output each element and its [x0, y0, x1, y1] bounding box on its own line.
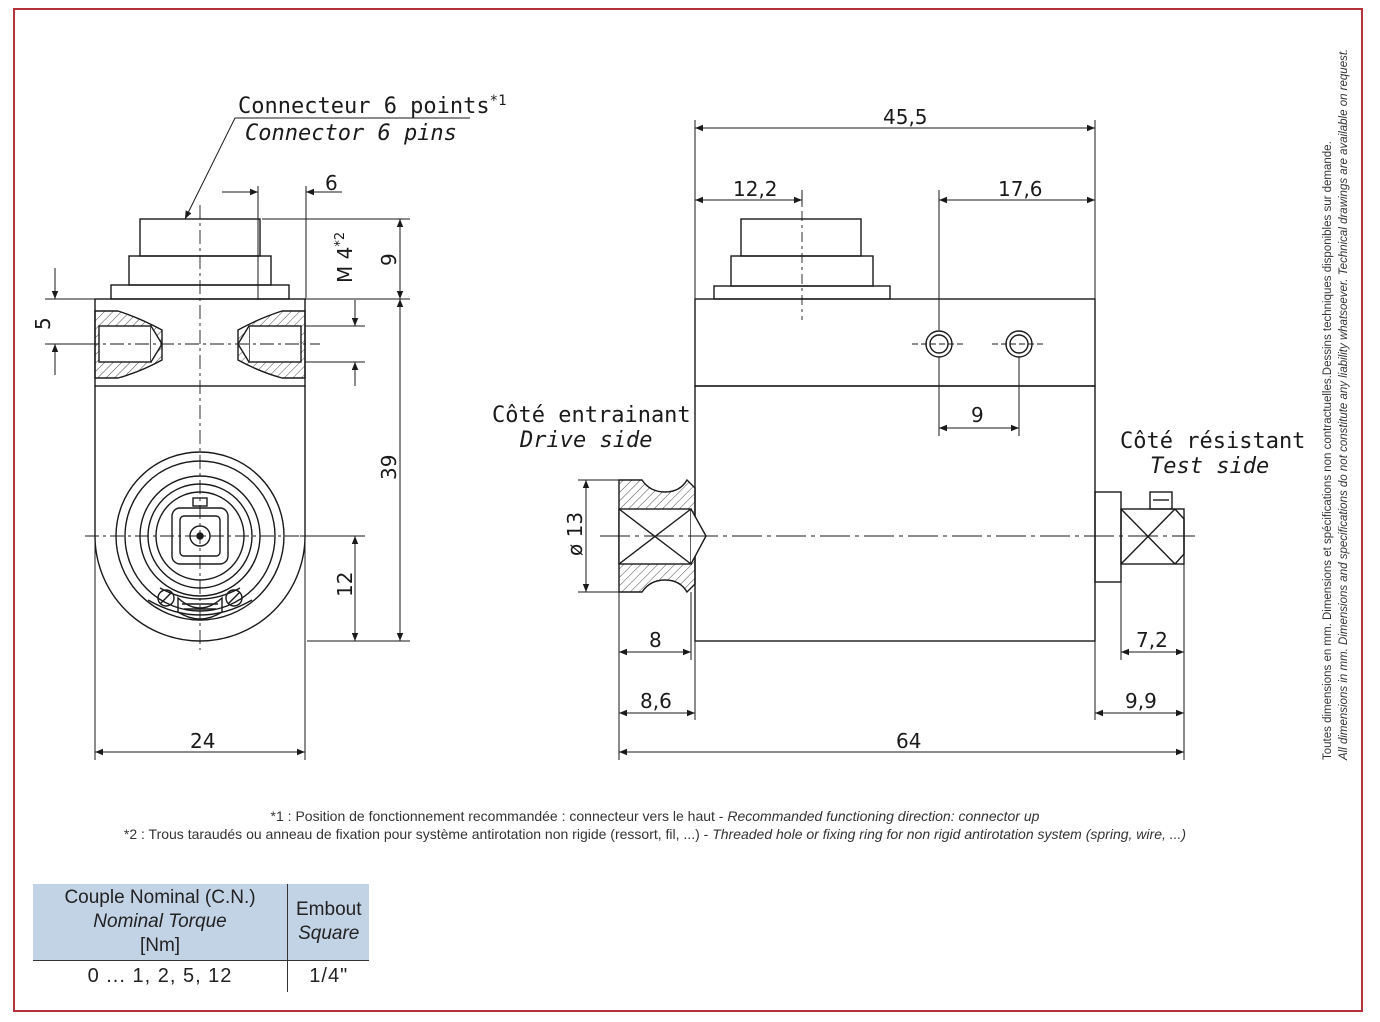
- test-side-label-en: Test side: [1150, 454, 1269, 479]
- dim-45-5: 45,5: [883, 105, 928, 129]
- dim-6: 6: [325, 171, 338, 195]
- col-nominal-torque-fr: Couple Nominal (C.N.): [64, 887, 256, 908]
- spec-table: Couple Nominal (C.N.) Nominal Torque [Nm…: [33, 884, 370, 992]
- dim-9-holes: 9: [971, 403, 984, 427]
- test-collar: [1094, 491, 1122, 583]
- col-square-fr: Embout: [296, 899, 362, 920]
- side-connector-top: [740, 218, 862, 257]
- dim-39: 39: [377, 455, 401, 480]
- table-row: 0 ... 1, 2, 5, 12 1/4": [33, 960, 370, 992]
- dim-8: 8: [649, 628, 662, 652]
- drive-side-label-en: Drive side: [519, 428, 652, 453]
- fix-screw-right: [225, 589, 243, 607]
- page-frame: [13, 8, 1363, 1012]
- fix-screw-left: [157, 589, 175, 607]
- col-nominal-torque-unit: [Nm]: [139, 935, 181, 956]
- side-disclaimer-en: All dimensions in mm. Dimensions and spe…: [1338, 48, 1350, 760]
- side-body: [694, 385, 1096, 642]
- side-dimensions: [578, 120, 1185, 760]
- side-top-block: [694, 298, 1096, 387]
- front-dimensions: [45, 117, 470, 760]
- drive-side-label-fr: Côté entrainant: [492, 403, 691, 428]
- thread-label: M 4*2: [333, 232, 357, 283]
- connector-label-en: Connector 6 pins: [245, 121, 457, 146]
- side-view: [600, 190, 1195, 642]
- dim-17-6: 17,6: [998, 177, 1043, 201]
- col-nominal-torque-en: Nominal Torque: [93, 911, 227, 932]
- dim-12: 12: [333, 572, 357, 597]
- col-nominal-torque: Couple Nominal (C.N.) Nominal Torque [Nm…: [33, 884, 288, 961]
- dim-9-9: 9,9: [1125, 689, 1157, 713]
- test-side-label-fr: Côté résistant: [1120, 429, 1305, 454]
- cell-torque-values: 0 ... 1, 2, 5, 12: [33, 960, 288, 992]
- dim-24: 24: [190, 729, 215, 753]
- dim-64: 64: [896, 729, 921, 753]
- connector-label-fr: Connecteur 6 points*1: [238, 93, 507, 119]
- dim-9-top: 9: [377, 253, 401, 266]
- dim-12-2: 12,2: [733, 177, 778, 201]
- front-view: [85, 205, 320, 650]
- dim-5: 5: [31, 317, 55, 330]
- footnote-2: *2 : Trous taraudés ou anneau de fixatio…: [123, 826, 1187, 842]
- footnote-1: *1 : Position de fonctionnement recomman…: [270, 808, 1040, 824]
- col-square-en: Square: [298, 923, 360, 944]
- test-square-shaft: [1120, 508, 1185, 565]
- dim-7-2: 7,2: [1136, 628, 1168, 652]
- dim-dia-13: ø 13: [563, 512, 587, 556]
- side-disclaimer: Toutes dimensions en mm. Dimensions et s…: [1318, 40, 1358, 760]
- dim-8-6: 8,6: [640, 689, 672, 713]
- side-disclaimer-fr: Toutes dimensions en mm. Dimensions et s…: [1322, 141, 1334, 760]
- col-square: Embout Square: [287, 884, 370, 961]
- cell-square-value: 1/4": [287, 960, 370, 992]
